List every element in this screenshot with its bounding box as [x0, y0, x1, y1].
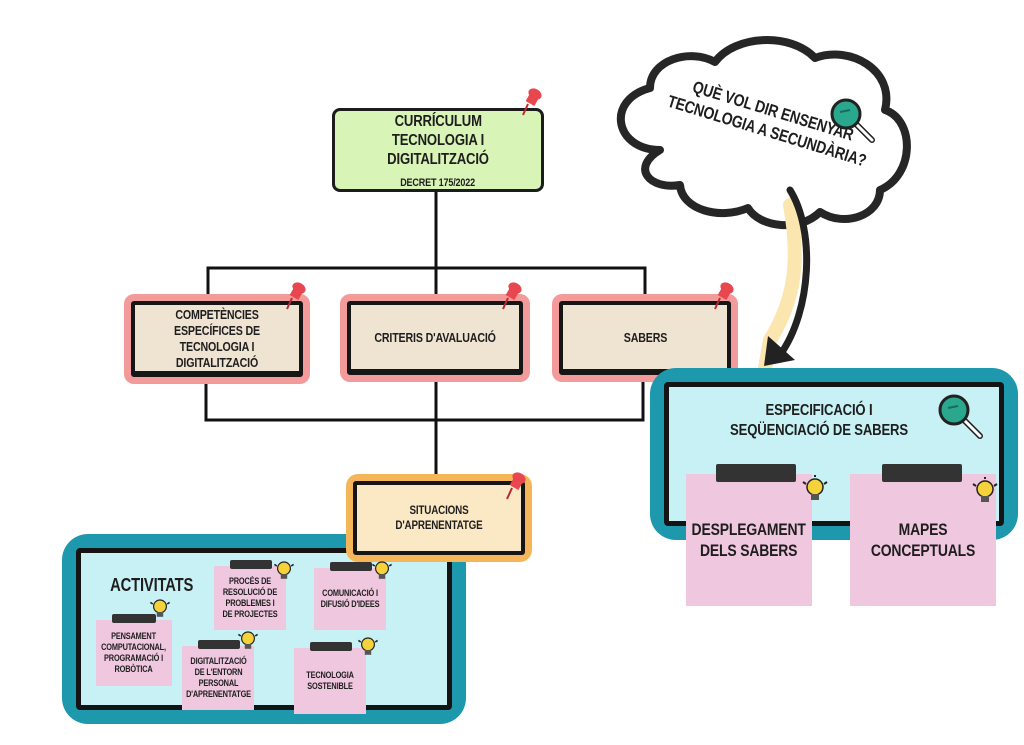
curriculum-title-line2: Tecnologia i Digitalització — [387, 131, 489, 168]
note-comunicacio: Comunicació i difusió d'idees — [314, 568, 386, 630]
lightbulb-icon — [972, 477, 998, 502]
pillar-label: Sabers — [623, 330, 667, 345]
connector-line — [204, 380, 645, 422]
tape — [882, 464, 962, 482]
note-label: Comunicació i difusió d'idees — [320, 588, 380, 609]
arrow-head — [764, 336, 795, 366]
tape — [198, 640, 240, 649]
note-sostenible: Tecnologia sostenible — [294, 648, 366, 714]
magnifying-glass-icon — [830, 98, 875, 143]
tape — [230, 560, 272, 569]
pillar-sabers: Sabers — [552, 294, 738, 382]
highlight-stroke — [758, 198, 802, 375]
curriculum-decree: Decret 175/2022 — [400, 176, 476, 189]
sabers-panel-title-line1: Especificació i — [765, 402, 873, 419]
pushpin-icon — [522, 88, 542, 116]
note-label: Procés de resolució de problemes i de pr… — [222, 576, 278, 619]
activities-title: Activitats — [110, 575, 194, 595]
lightbulb-icon — [273, 561, 295, 579]
magnifying-glass-icon — [938, 394, 983, 439]
tape — [310, 642, 352, 651]
pushpin-icon — [714, 282, 734, 310]
tape — [716, 464, 796, 482]
lightbulb-icon — [802, 475, 828, 500]
pushpin-icon — [286, 282, 306, 310]
note-mapes: Mapes conceptuals — [850, 474, 996, 606]
note-label: Tecnologia sostenible — [306, 670, 354, 691]
note-digitalitzacio: Digitalització de l'entorn personal d'ap… — [182, 646, 254, 710]
situations-box: Situacions d'aprenentatge — [346, 474, 532, 562]
pushpin-icon — [502, 282, 522, 310]
tape — [112, 614, 156, 623]
lightbulb-icon — [357, 637, 379, 655]
pillar-label: Competències específices de tecnologia i… — [174, 307, 260, 370]
sabers-panel-title: Especificació i seqüenciació de sabers — [699, 401, 939, 441]
tape — [330, 562, 372, 571]
lightbulb-icon — [149, 599, 171, 617]
note-pensament: Pensament computacional, programació i r… — [96, 620, 172, 686]
situations-label: Situacions d'aprenentatge — [395, 503, 483, 532]
curriculum-title-line1: Currículum — [394, 112, 482, 130]
note-label: Pensament computacional, programació i r… — [101, 631, 167, 674]
note-desplegament: Desplegament dels sabers — [686, 474, 812, 606]
pushpin-icon — [506, 472, 526, 500]
sabers-panel-title-line2: seqüenciació de sabers — [730, 422, 908, 439]
pillar-label: Criteris d'avaluació — [374, 330, 496, 345]
note-label: Mapes conceptuals — [870, 520, 976, 560]
curved-arrow-icon — [776, 186, 811, 359]
note-label: Digitalització de l'entorn personal d'ap… — [185, 656, 251, 699]
lightbulb-icon — [371, 561, 393, 579]
connector-line — [206, 266, 647, 296]
lightbulb-icon — [237, 631, 259, 649]
thought-cloud — [616, 36, 911, 229]
curriculum-box: Currículum Tecnologia i Digitalització D… — [332, 108, 544, 192]
note-proces: Procés de resolució de problemes i de pr… — [214, 566, 286, 630]
pillar-competencies: Competències específices de tecnologia i… — [124, 294, 310, 384]
note-label: Desplegament dels sabers — [691, 520, 807, 560]
pillar-criteria: Criteris d'avaluació — [340, 294, 530, 382]
